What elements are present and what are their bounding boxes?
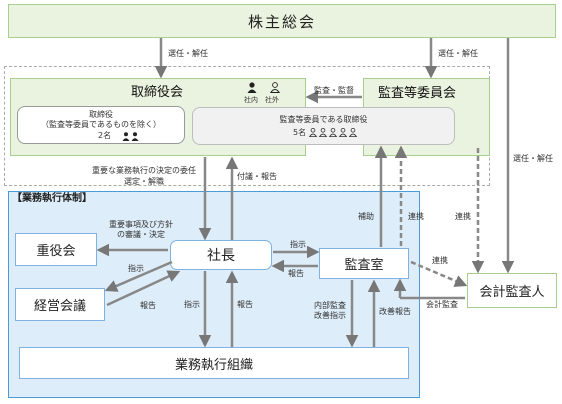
two-persons-icon — [122, 132, 139, 141]
president-label: 社長 — [207, 248, 235, 264]
person-icon-inside — [247, 82, 257, 93]
directors-line2: （監査等委員であるものを除く） — [41, 120, 161, 129]
label-delegation-1: 重要な業務執行の決定の委任 — [92, 166, 196, 175]
president-box: 社長 — [170, 240, 272, 270]
label-audit-supervise: 監査・監督 — [314, 86, 354, 95]
audit-directors-title: 監査等委員である取締役 — [279, 115, 368, 124]
executive-meeting-box: 重役会 — [15, 233, 97, 266]
label-coop-2: 連携 — [455, 212, 471, 221]
label-instruct-org: 指示 — [184, 300, 200, 309]
inside-label: 社内 — [244, 96, 258, 104]
audit-office-box: 監査室 — [319, 248, 409, 279]
shareholders-label: 株主総会 — [247, 12, 316, 31]
execution-org-box: 業務執行組織 — [19, 347, 409, 379]
execution-org-label: 業務執行組織 — [174, 357, 253, 373]
audit-office-label: 監査室 — [344, 258, 384, 273]
label-instruct-exec: 指示 — [128, 264, 144, 273]
audit-committee-title: 監査等委員会 — [378, 86, 457, 101]
arrow-instruct-mgmt — [104, 260, 173, 292]
audit-directors-count: 5名 — [293, 128, 307, 137]
label-report-board: 付議・報告 — [237, 172, 277, 181]
label-coop-3: 連携 — [432, 256, 448, 265]
label-elect-accountant: 選任・解任 — [513, 154, 553, 163]
label-policy-2: の審議・決定 — [117, 230, 165, 239]
five-persons-icon — [309, 128, 358, 137]
accounting-auditor-box: 会計監査人 — [467, 273, 557, 308]
coop-audit-office-accountant — [410, 260, 468, 287]
arrow-report-mgmt — [106, 270, 181, 307]
label-coop-1: 連携 — [408, 212, 424, 221]
label-report-audit-office: 報告 — [288, 269, 304, 278]
label-instruct-audit-office: 指示 — [290, 240, 306, 249]
directors-line1: 取締役 — [89, 110, 113, 119]
label-accounting-audit: 会計監査 — [426, 300, 458, 309]
execution-header: 【業務執行体制】 — [12, 193, 92, 204]
person-icon-outside — [270, 82, 280, 93]
directors-count: 2名 — [98, 131, 112, 140]
management-meeting-box: 経営会議 — [15, 288, 105, 321]
label-report-org: 報告 — [237, 300, 253, 309]
label-report-mgmt: 報告 — [140, 301, 156, 310]
label-elect-audit: 選任・解任 — [438, 49, 478, 58]
label-delegation-2: 選定・解職 — [124, 177, 164, 186]
executive-meeting-label: 重役会 — [36, 244, 76, 259]
label-policy-1: 重要事項及び方針 — [109, 220, 173, 229]
board-title: 取締役会 — [131, 85, 184, 100]
accounting-auditor-label: 会計監査人 — [479, 285, 545, 300]
audit-directors-box: 監査等委員である取締役 5名 — [192, 107, 455, 145]
directors-box: 取締役 （監査等委員であるものを除く） 2名 — [17, 106, 185, 144]
outside-label: 社外 — [265, 96, 279, 104]
label-internal-audit-1: 内部監査 — [314, 301, 346, 310]
label-internal-audit-2: 改善指示 — [314, 311, 346, 320]
label-elect-board: 選任・解任 — [168, 49, 208, 58]
label-improve-report: 改善報告 — [379, 307, 411, 316]
label-assist: 補助 — [358, 212, 374, 221]
shareholders-meeting: 株主総会 — [8, 4, 556, 38]
management-meeting-label: 経営会議 — [33, 299, 86, 314]
